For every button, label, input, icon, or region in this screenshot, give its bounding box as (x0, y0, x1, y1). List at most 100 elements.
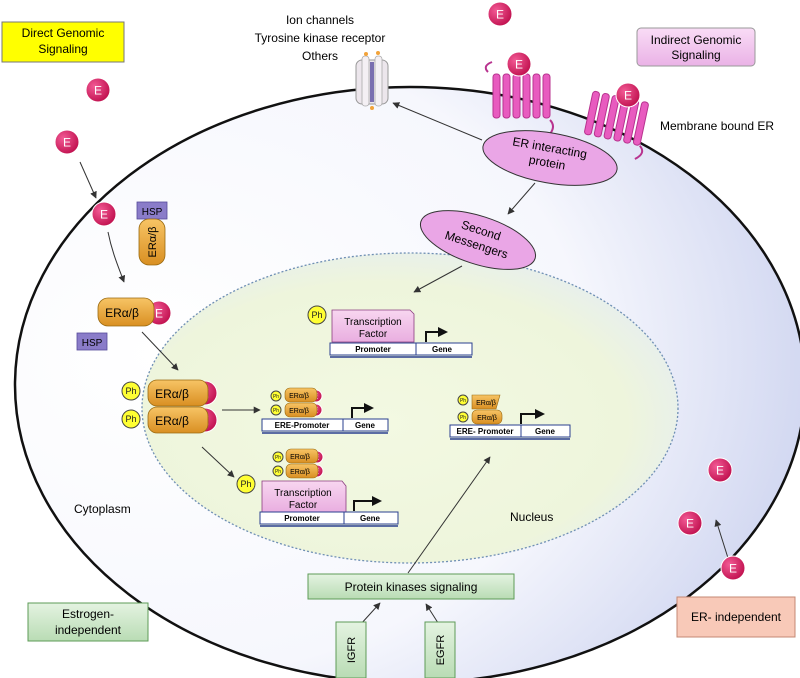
phosphate-group: Ph (270, 404, 282, 416)
svg-text:E: E (686, 516, 694, 530)
estrogen-molecule: E (54, 129, 80, 155)
er-dimer-label-2: ERα/β (155, 414, 189, 428)
estrogen-molecule: E (615, 82, 641, 108)
phosphate-group: Ph (121, 381, 141, 401)
phosphate-group: Ph (236, 474, 256, 494)
membrane-receptor-2-icon (584, 90, 649, 160)
svg-text:E: E (496, 7, 504, 21)
svg-text:Ph: Ph (460, 415, 466, 421)
svg-text:E: E (63, 135, 71, 149)
estrogen-molecule: E (85, 77, 111, 103)
gene-label-ere-1: Gene (355, 421, 376, 430)
cytoplasm-label: Cytoplasm (74, 502, 131, 516)
gene-label-top: Gene (432, 345, 453, 354)
svg-text:Ph: Ph (240, 479, 251, 489)
tf-bottom-label-1: Transcription (274, 488, 331, 499)
phosphate-group: Ph (307, 305, 327, 325)
svg-text:E: E (716, 463, 724, 477)
tf-dimer-er-b: ERα/β (290, 469, 310, 476)
tf-bottom-label-2: Factor (289, 500, 318, 511)
hsp-free-label: HSP (82, 338, 103, 349)
promoter-label-top: Promoter (355, 345, 391, 354)
tf-top-label-1: Transcription (344, 317, 401, 328)
er-dimer-phospho: ERα/β ERα/β (147, 379, 209, 434)
transcription-factor-bottom: Transcription Factor (261, 480, 347, 513)
pathway-arrows (79, 102, 729, 627)
gene-label-bottom: Gene (360, 514, 381, 523)
direct-genomic-label-1: Direct Genomic (22, 26, 105, 40)
igfr-label: IGFR (346, 637, 358, 663)
indirect-genomic-signaling-box: Indirect Genomic Signaling (636, 27, 756, 67)
tf-top-label-2: Factor (359, 329, 388, 340)
er-interacting-protein: ER interacting protein (482, 130, 618, 186)
direct-genomic-signaling-box: Direct Genomic Signaling (1, 21, 125, 63)
others-label: Others (302, 49, 338, 63)
svg-text:Ph: Ph (460, 398, 466, 404)
protein-kinases-signaling-box: Protein kinases signaling (307, 573, 515, 600)
ere-dimer-2: ERα/β ERα/β (471, 394, 503, 425)
svg-text:E: E (729, 561, 737, 575)
direct-genomic-label-2: Signaling (38, 42, 87, 56)
ere-dimer-2-er-b: ERα/β (477, 415, 497, 422)
svg-text:E: E (624, 88, 632, 102)
promoter-gene-bottom: Promoter Gene (259, 496, 399, 527)
membrane-bound-er-label: Membrane bound ER (660, 119, 774, 133)
channel-labels: Ion channels Tyrosine kinase receptor Ot… (255, 13, 386, 63)
er-estrogen-bound: ERα/β (97, 297, 155, 327)
promoter-gene-ere-1: ERE-Promoter Gene (261, 403, 389, 434)
ere-dimer-2-er-a: ERα/β (476, 400, 496, 407)
er-vertical-label: ERα/β (147, 226, 159, 257)
hsp-er-complex: HSP ERα/β (136, 201, 168, 266)
estrogen-molecule: E (720, 555, 746, 581)
svg-text:Ph: Ph (125, 414, 136, 424)
ere-dimer-1-er-b: ERα/β (289, 408, 309, 415)
ere-dimer-1: ERα/β ERα/β (284, 387, 318, 418)
second-messengers: Second Messengers (419, 210, 537, 270)
svg-text:E: E (94, 83, 102, 97)
indirect-genomic-label-1: Indirect Genomic (651, 33, 742, 47)
estrogen-molecule: E (677, 510, 703, 536)
estrogen-molecule: E (487, 1, 513, 27)
svg-text:Ph: Ph (273, 408, 279, 414)
gene-label-ere-2: Gene (535, 427, 556, 436)
transcription-factor-top: Transcription Factor (331, 309, 415, 343)
ere-promoter-label-2: ERE- Promoter (457, 427, 514, 436)
tf-dimer-er-a: ERα/β (290, 454, 310, 461)
er-label: ERα/β (105, 306, 139, 320)
promoter-gene-top: Promoter Gene (329, 327, 473, 358)
estrogen-independent-label-1: Estrogen- (62, 607, 114, 621)
svg-text:Ph: Ph (125, 386, 136, 396)
svg-text:Ph: Ph (311, 310, 322, 320)
svg-text:E: E (155, 306, 163, 320)
estrogen-independent-label-2: independent (55, 623, 122, 637)
egfr-label: EGFR (435, 635, 447, 666)
svg-text:Ph: Ph (273, 394, 279, 400)
ion-channel-icon (355, 51, 389, 110)
igfr-receptor: IGFR (335, 621, 367, 678)
phosphate-group: Ph (272, 451, 284, 463)
nucleus-label: Nucleus (510, 510, 553, 524)
promoter-label-bottom: Promoter (284, 514, 320, 523)
indirect-genomic-label-2: Signaling (671, 48, 720, 62)
ion-channels-label: Ion channels (286, 13, 354, 27)
svg-text:Ph: Ph (275, 455, 281, 461)
egfr-receptor: EGFR (424, 621, 456, 678)
phosphate-group: Ph (270, 390, 282, 402)
estrogen-molecule: E (506, 51, 532, 77)
ere-dimer-1-er-a: ERα/β (289, 393, 309, 400)
er-interacting-label-2: protein (528, 152, 567, 172)
nucleus (141, 252, 679, 564)
hsp-free: HSP (76, 332, 108, 351)
estrogen-independent-box: Estrogen- independent (27, 602, 149, 642)
svg-text:Ph: Ph (275, 469, 281, 475)
tyrosine-kinase-label: Tyrosine kinase receptor (255, 31, 386, 45)
phosphate-group: Ph (121, 409, 141, 429)
er-independent-label: ER- independent (691, 610, 782, 624)
svg-text:E: E (100, 207, 108, 221)
membrane-receptor-1-icon (484, 61, 554, 135)
promoter-gene-ere-2: ERE- Promoter Gene (449, 409, 571, 440)
phosphate-group: Ph (272, 465, 284, 477)
phosphate-group: Ph (457, 394, 469, 406)
estrogen-molecule: E (707, 457, 733, 483)
